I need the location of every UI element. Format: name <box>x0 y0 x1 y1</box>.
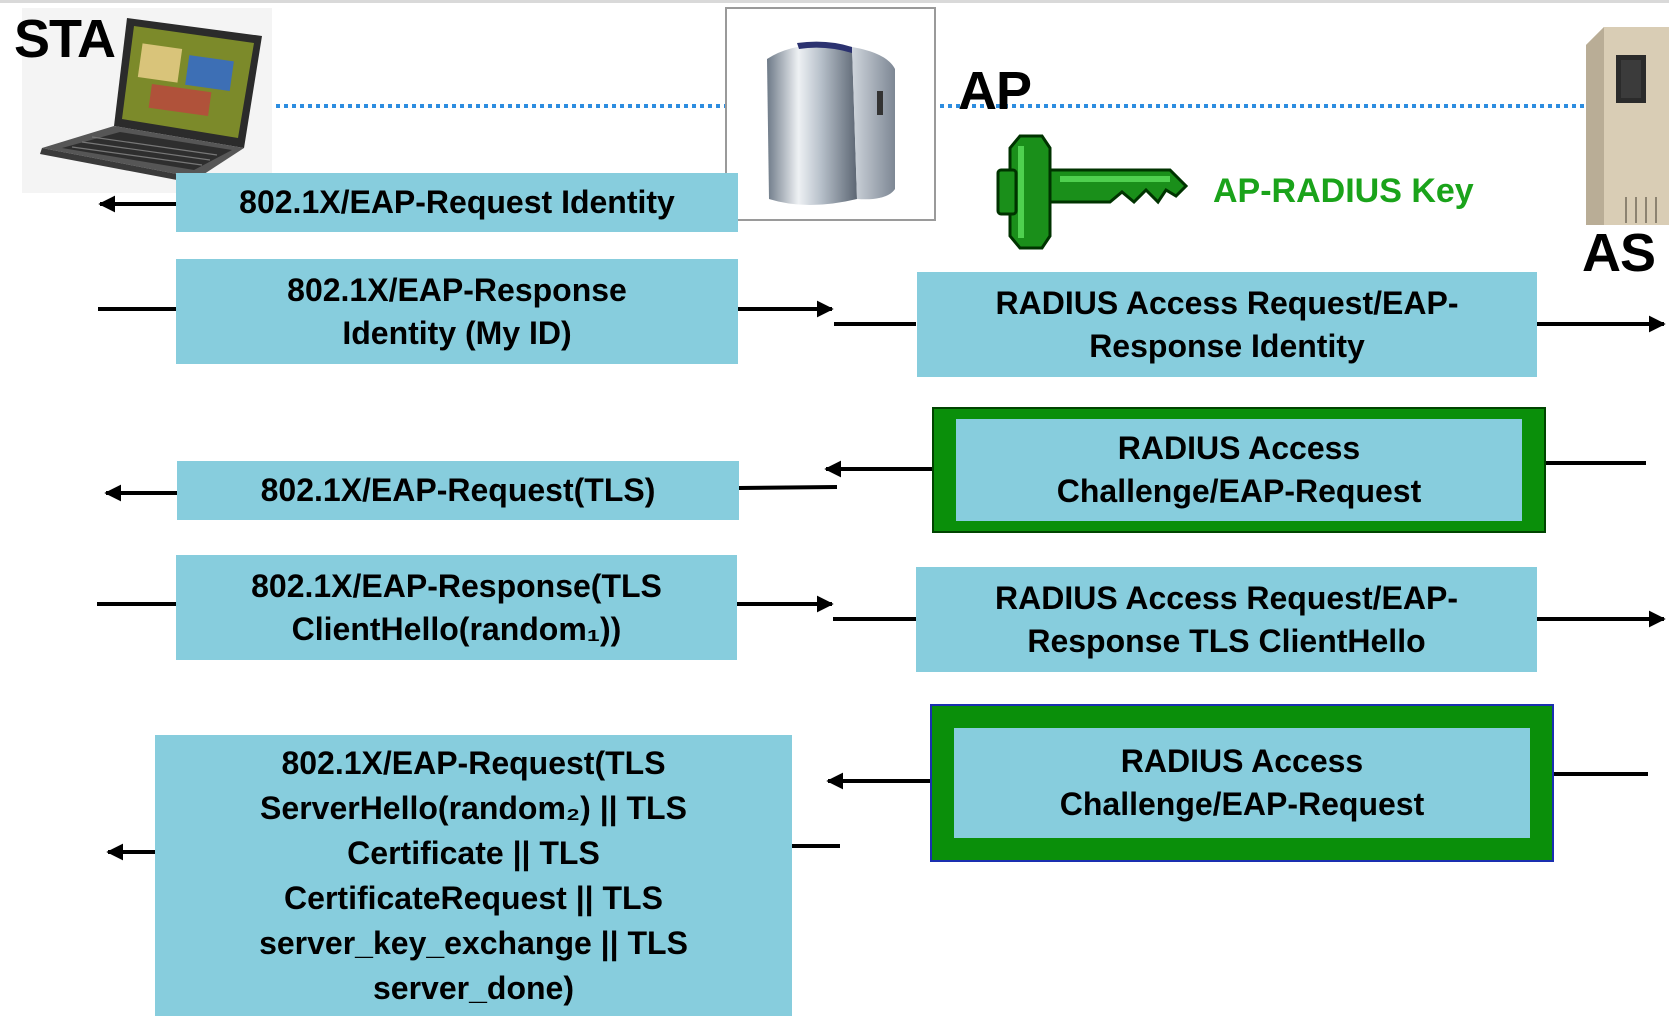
access-point-frame <box>725 7 936 221</box>
msg-eap-request-tls-serverhello: 802.1X/EAP-Request(TLS ServerHello(rando… <box>155 735 792 1016</box>
msg-radius-access-challenge-2: RADIUS Access Challenge/EAP-Request <box>930 704 1554 862</box>
arrow-m5-right <box>738 485 838 490</box>
msg-eap-request-identity: 802.1X/EAP-Request Identity <box>176 173 738 232</box>
laptop-icon <box>22 8 272 193</box>
msg-radius-access-request-clienthello: RADIUS Access Request/EAP- Response TLS … <box>916 567 1537 672</box>
sta-label: STA <box>14 9 116 69</box>
server-icon <box>1586 27 1669 225</box>
msg-eap-response-identity: 802.1X/EAP-Response Identity (My ID) <box>176 259 738 364</box>
msg-radius-access-challenge-1: RADIUS Access Challenge/EAP-Request <box>932 407 1546 533</box>
top-border <box>0 0 1669 3</box>
key-icon <box>996 134 1189 250</box>
msg-eap-response-tls-clienthello: 802.1X/EAP-Response(TLS ClientHello(rand… <box>176 555 737 660</box>
msg-radius-access-request-identity: RADIUS Access Request/EAP- Response Iden… <box>917 272 1537 377</box>
access-point-icon <box>767 41 895 205</box>
as-label: AS <box>1582 223 1656 283</box>
ap-label: AP <box>958 61 1032 121</box>
msg-eap-request-tls: 802.1X/EAP-Request(TLS) <box>177 461 739 520</box>
key-label: AP-RADIUS Key <box>1213 172 1474 210</box>
